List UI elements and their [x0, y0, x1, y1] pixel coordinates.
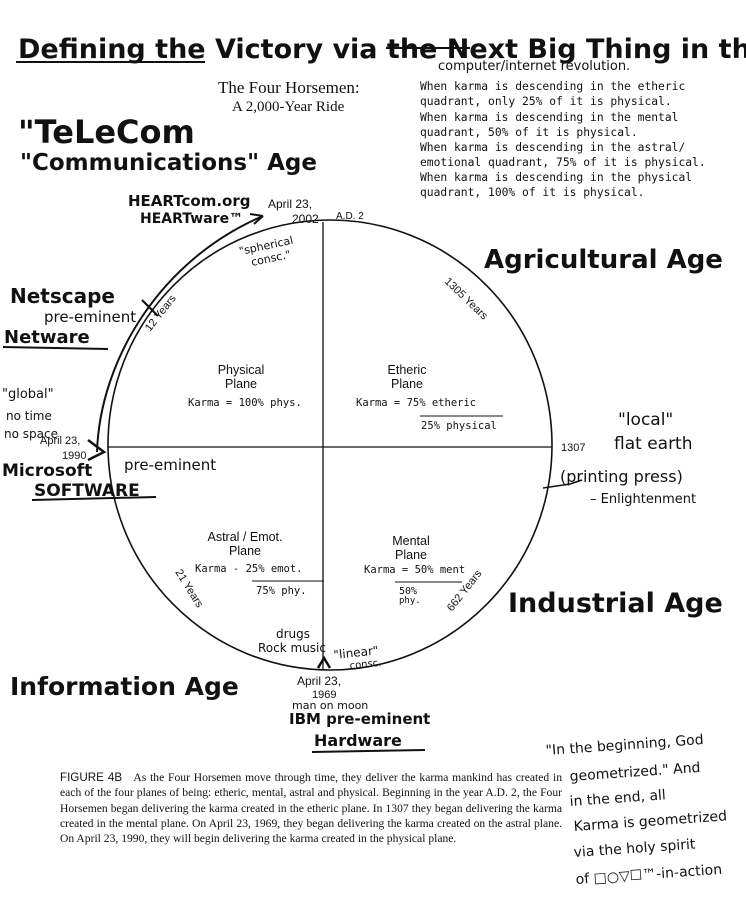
arc-arrowhead — [249, 213, 264, 225]
heartcom-line1: HEARTcom.org — [128, 192, 251, 210]
bottom-year: 1969 — [312, 689, 336, 701]
geometrized-quote: "In the beginning, God geometrized." And… — [545, 732, 727, 888]
karma-note-line: quadrant, only 25% of it is physical. — [420, 95, 672, 108]
quote-line: via the holy spirit — [573, 836, 696, 860]
microsoft-underline — [31, 496, 157, 501]
global-line3: no space — [4, 427, 58, 441]
karma-note-line: When karma is descending in the astral/ — [420, 141, 685, 154]
bottom-date: April 23, — [297, 674, 341, 688]
quadrant-astral: Astral / Emot. Plane Karma - 25% emot. 7… — [195, 530, 324, 597]
quote-line: Karma is geometrized — [573, 808, 727, 835]
right-pointer-line — [542, 479, 583, 489]
bottom-arrow-mark — [316, 655, 332, 669]
figure-label: FIGURE 4B — [60, 771, 123, 784]
local-line4: – Enlightenment — [590, 492, 696, 507]
netscape-line3: Netware — [4, 327, 90, 348]
karma-note-line: emotional quadrant, 75% of it is physica… — [420, 156, 706, 169]
heartcom-line2: HEARTware™ — [140, 211, 243, 227]
information-age-label: Information Age — [10, 672, 239, 701]
global-line2: no time — [6, 409, 52, 423]
left-arrow-mark — [87, 439, 107, 462]
ibm-underline — [311, 749, 426, 753]
karma-note-line: quadrant, 100% of it is physical. — [420, 186, 644, 199]
microsoft-line3: SOFTWARE — [34, 481, 140, 501]
netscape-line2: pre-eminent — [44, 308, 136, 326]
top-year: 2002 — [292, 212, 319, 226]
netscape-underline — [2, 346, 109, 350]
quadrant-name: Astral / Emot. — [207, 530, 282, 544]
quadrant-plane: Plane — [225, 377, 257, 391]
quadrant-karma: Karma = 75% etheric — [356, 397, 476, 409]
drugs-line1: drugs — [276, 627, 310, 641]
quadrant-karma: Karma = 50% ment — [364, 564, 465, 576]
local-line1: "local" — [618, 410, 673, 430]
outer-arc-stroke — [96, 215, 264, 453]
drugs-line2: Rock music — [258, 641, 326, 655]
telecom-age-line1: "TeLeCom — [18, 113, 195, 151]
telecom-age-line2: "Communications" Age — [20, 150, 317, 176]
arc-tick-mark — [141, 299, 159, 317]
quote-line: geometrized." And — [569, 760, 701, 785]
horsemen-circle — [107, 219, 553, 671]
industrial-age-label: Industrial Age — [508, 588, 723, 619]
agricultural-age-label: Agricultural Age — [484, 245, 723, 275]
karma-notes: When karma is descending in the etheric … — [420, 80, 706, 199]
ibm-line2: Hardware — [314, 731, 402, 750]
netscape-line1: Netscape — [10, 284, 115, 308]
handwritten-header-line1: Defining the Victory via the Next Big Th… — [18, 34, 746, 65]
quadrant-karma-2: 75% phy. — [256, 585, 307, 597]
quadrant-mental: Mental Plane Karma = 50% ment 50% phy. — [364, 534, 465, 606]
ibm-line1: IBM pre-eminent — [289, 710, 430, 728]
quadrant-name: Etheric — [388, 363, 427, 377]
quote-line: of □○▽☐™-in-action — [575, 862, 722, 888]
karma-note-line: quadrant, 50% of it is physical. — [420, 126, 638, 139]
left-date: April 23, — [40, 435, 80, 447]
quadrant-karma-2a: 50% — [399, 586, 417, 597]
karma-note-line: When karma is descending in the mental — [420, 111, 678, 124]
karma-note-line: When karma is descending in the etheric — [420, 80, 685, 93]
diagram-title: The Four Horsemen: — [218, 78, 360, 97]
quadrant-karma: Karma = 100% phys. — [188, 397, 302, 409]
local-line3: (printing press) — [560, 467, 683, 486]
quadrant-physical: Physical Plane Karma = 100% phys. — [188, 363, 302, 409]
moon-note: man on moon — [292, 699, 368, 712]
quadrant-plane: Plane — [395, 548, 427, 562]
quadrant-name: Physical — [218, 363, 265, 377]
figure-caption: FIGURE 4B As the Four Horsemen move thro… — [60, 770, 562, 846]
top-era: A.D. 2 — [336, 211, 364, 222]
right-year: 1307 — [561, 442, 585, 454]
quadrant-etheric: Etheric Plane Karma = 75% etheric 25% ph… — [356, 363, 503, 432]
quadrant-plane: Plane — [391, 377, 423, 391]
linear-line1: "linear" — [333, 643, 379, 662]
quadrant-plane: Plane — [229, 544, 261, 558]
quadrant-karma: Karma - 25% emot. — [195, 563, 302, 575]
karma-note-line: When karma is descending in the physical — [420, 171, 692, 184]
quadrant-karma-2: 25% physical — [421, 420, 497, 432]
quote-line: "In the beginning, God — [545, 732, 704, 759]
quadrant-name: Mental — [392, 534, 430, 548]
top-date: April 23, — [268, 197, 312, 211]
local-line2: flat earth — [614, 434, 693, 454]
quote-line: in the end, all — [569, 787, 666, 810]
quadrant-karma-2b: phy. — [399, 596, 421, 606]
handwritten-header-line2: computer/internet revolution. — [438, 59, 630, 74]
diagram-subtitle: A 2,000-Year Ride — [232, 99, 345, 115]
global-line1: "global" — [2, 387, 54, 402]
left-year: 1990 — [62, 450, 86, 462]
microsoft-line1: Microsoft — [2, 461, 92, 481]
figure-caption-text: As the Four Horsemen move through time, … — [60, 771, 563, 846]
microsoft-line2: pre-eminent — [124, 456, 216, 474]
linear-line2: consc. — [349, 658, 382, 672]
